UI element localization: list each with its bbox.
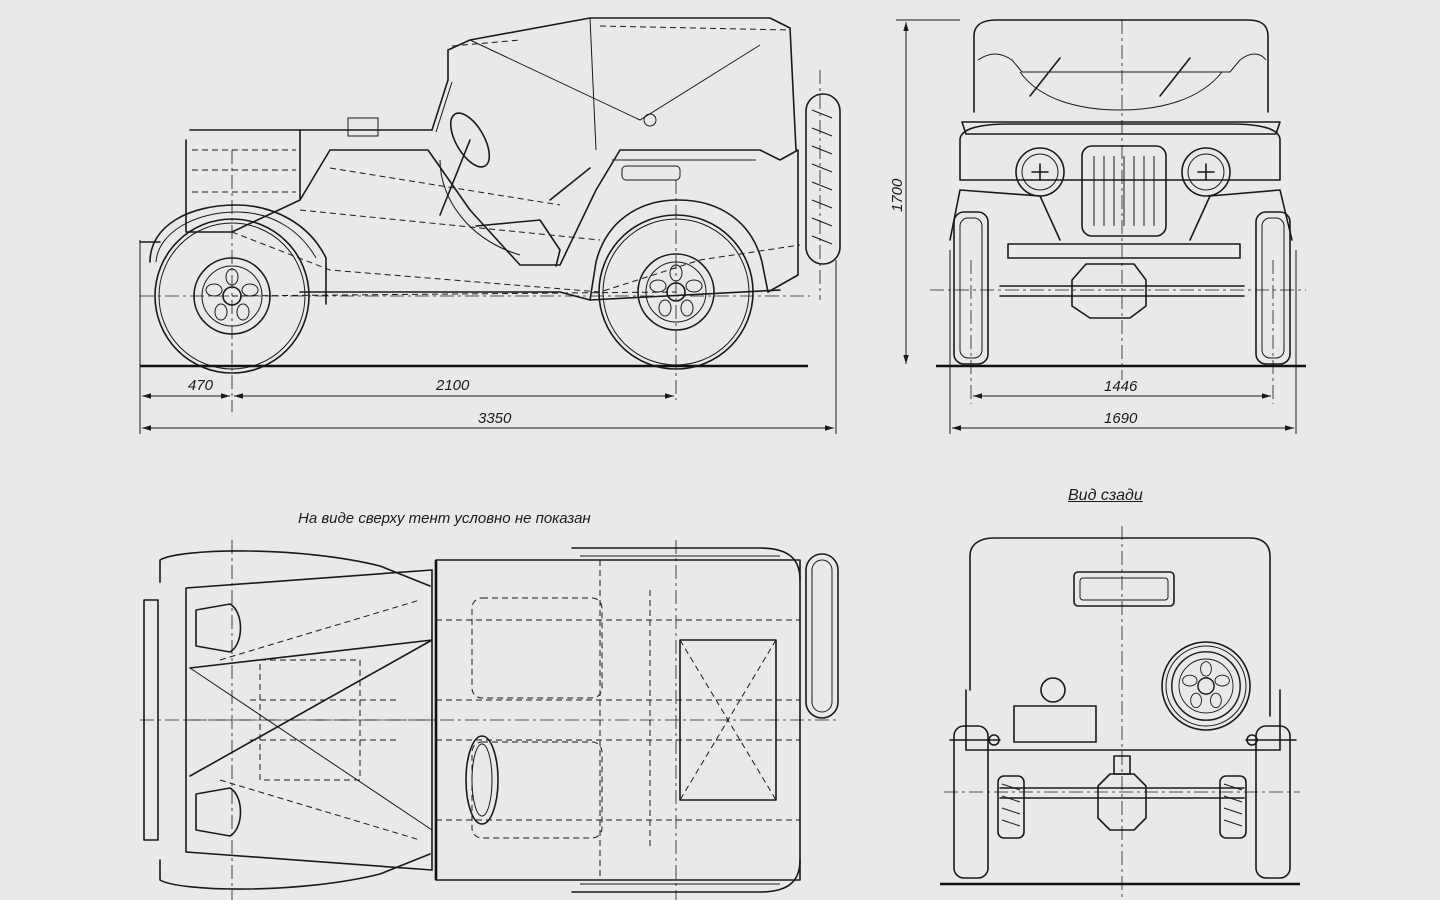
front-left-headlight — [1015, 147, 1065, 197]
rear-view-title: Вид сзади — [1068, 487, 1143, 504]
top-view-note: На виде сверху тент условно не показан — [298, 510, 591, 527]
dim-overall-width: 1690 — [1104, 410, 1138, 427]
rear-spare-wheel — [1161, 641, 1251, 731]
rear-view — [940, 526, 1300, 900]
front-right-headlight — [1181, 147, 1231, 197]
dim-height: 1700 — [889, 178, 906, 212]
dim-overall-length: 3350 — [478, 410, 512, 427]
dim-front-overhang: 470 — [188, 377, 214, 394]
dim-track: 1446 — [1104, 378, 1138, 395]
front-view — [896, 19, 1306, 434]
dim-wheelbase: 2100 — [435, 377, 470, 394]
side-spare-tire — [805, 93, 841, 265]
top-view — [140, 540, 840, 900]
side-view — [139, 17, 841, 434]
